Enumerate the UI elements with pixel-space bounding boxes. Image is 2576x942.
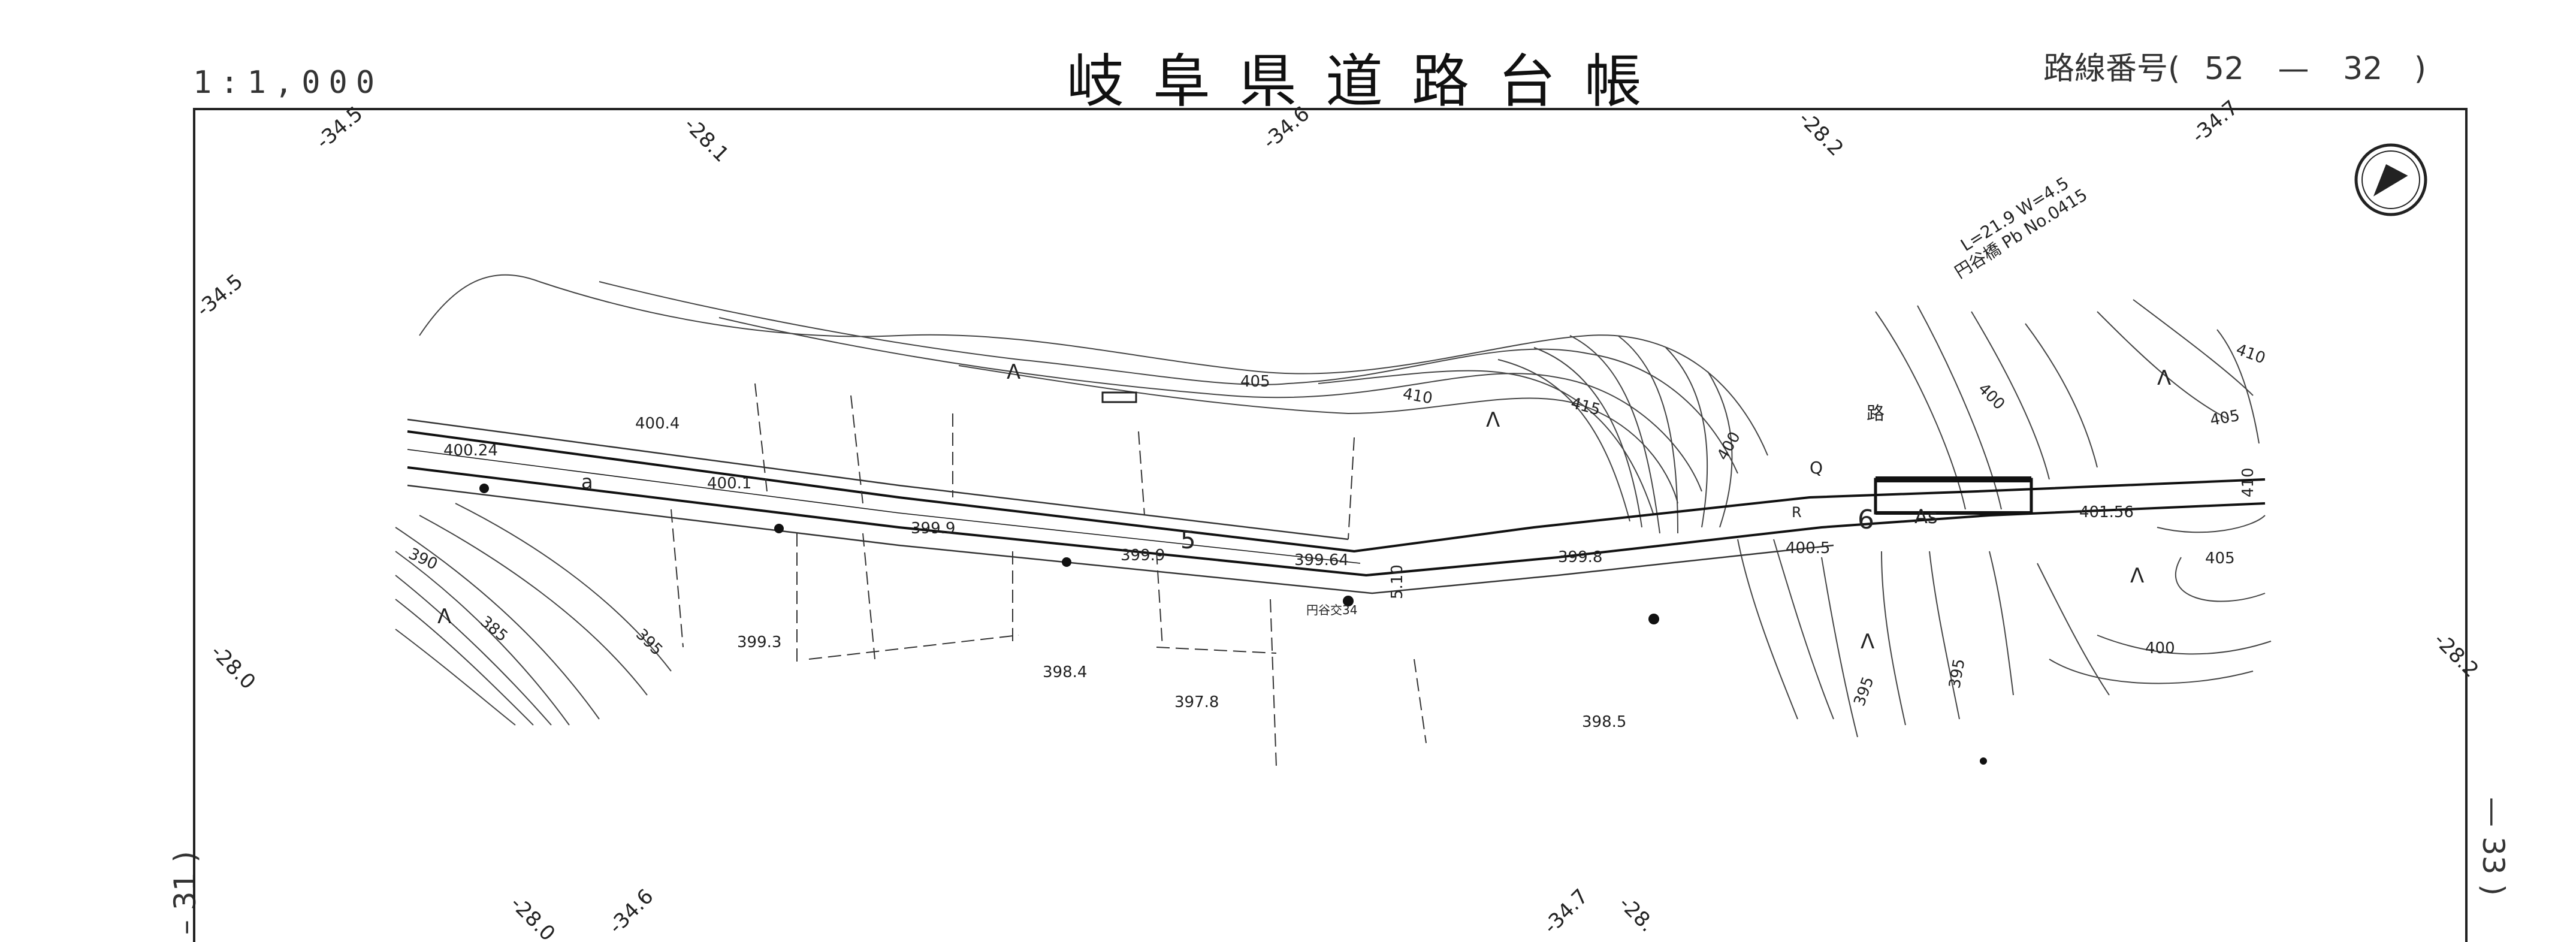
route-label: 路線番号( — [2043, 51, 2181, 87]
road-code-r: R — [1792, 504, 1802, 521]
bridge-info: L=21.9 W=4.5 円谷橋 Pb No.0415 — [1951, 173, 2091, 282]
contour-label: 400 — [2145, 639, 2175, 657]
elevation-label: 398.5 — [1582, 713, 1626, 731]
grid-mark: -34.5 — [312, 102, 367, 154]
bridge — [1874, 476, 2033, 515]
asphalt-code-a: a — [581, 470, 593, 493]
wasteland-symbol: Λ — [2157, 366, 2171, 390]
route-number-b: 32 — [2343, 51, 2383, 87]
contour-labels: 405 410 415 400 395 390 385 395 400 405 … — [406, 340, 2267, 708]
elevation-label: 400.24 — [443, 442, 498, 460]
grid-mark: -28.1 — [680, 113, 733, 167]
grid-mark: -28. — [1614, 892, 1659, 937]
grid-mark: -28.2 — [2429, 628, 2483, 682]
contour-label: 385 — [477, 612, 511, 645]
contour-label: 405 — [2205, 550, 2235, 567]
culvert-symbol-q: Q — [1810, 458, 1823, 478]
grid-marks: -34.5 -28.1 -34.6 -28.2 -34.7 -34.5 -28.… — [192, 96, 2483, 942]
contour-label: 390 — [406, 545, 440, 573]
roadside-boundary — [407, 418, 1834, 594]
elevation-label: 400.1 — [707, 475, 751, 493]
road-label: 路 — [1867, 403, 1885, 424]
wasteland-symbol: Λ — [1861, 630, 1874, 654]
grid-mark: -34.6 — [1258, 102, 1314, 154]
structure-symbol — [1101, 391, 1137, 403]
elevation-label: 400.4 — [635, 415, 680, 433]
grid-mark: -28.0 — [206, 640, 260, 694]
grid-mark: -28.0 — [506, 892, 560, 942]
boundary-markers — [479, 484, 1987, 765]
grid-mark: -34.5 — [192, 270, 247, 322]
terrain-lines — [395, 274, 2272, 738]
grid-mark: -34.6 — [604, 884, 658, 938]
asphalt-code-as: As — [1914, 505, 1938, 528]
contour-label: 400 — [1714, 429, 1744, 464]
elevation-label: 399.9 — [911, 520, 955, 538]
route-close: ) — [2414, 51, 2427, 87]
kilometer-post: 5 — [1180, 527, 1195, 554]
document-title: 岐阜県道路台帳 — [1067, 48, 1671, 115]
wasteland-symbol: Λ — [1486, 408, 1500, 432]
contour-label: 410 — [2234, 340, 2268, 367]
elevation-label: 399.64 — [1294, 551, 1349, 569]
contour-label: 395 — [1850, 674, 1877, 708]
road-width: 5.10 — [1388, 564, 1406, 599]
benchmark-label: 円谷交34 — [1306, 603, 1357, 617]
contour-label: 400 — [1974, 380, 2008, 413]
wasteland-symbol: Λ — [2130, 564, 2144, 588]
elevation-label: 400.5 — [1786, 539, 1830, 557]
contour-label: 405 — [2209, 407, 2241, 430]
contour-label: 410 — [1402, 385, 1434, 407]
grid-mark: -34.7 — [2187, 96, 2243, 148]
elevation-label: 398.4 — [1043, 663, 1087, 681]
map-symbols: 5 a As R 6 Q 5.10 Λ Λ Λ Λ Λ Λ — [437, 360, 2171, 654]
contour-label: 395 — [1946, 657, 1968, 690]
wasteland-symbol: Λ — [1007, 360, 1020, 384]
map-scale: 1:1,000 — [193, 65, 383, 101]
route-dash: — — [2278, 51, 2309, 87]
parcel-lines — [671, 383, 1427, 768]
contour-label: 405 — [1240, 373, 1270, 391]
station-number: 6 — [1858, 505, 1874, 535]
elevation-label: 399.3 — [737, 633, 781, 651]
elevation-label: 397.8 — [1174, 693, 1219, 711]
contour-label: 395 — [632, 626, 666, 659]
elevation-labels: 400.4 400.24 400.1 399.9 399.9 399.64 39… — [443, 415, 2134, 731]
grid-mark: -34.7 — [1539, 884, 1593, 938]
elevation-label: 401.56 — [2079, 503, 2134, 521]
road-centerline — [407, 430, 2266, 577]
route-number-a: 52 — [2204, 51, 2244, 87]
map-frame — [193, 108, 2468, 942]
route-number: 路線番号( 52 — 32 ) — [2043, 43, 2426, 88]
grid-mark: -28.2 — [1794, 107, 1848, 161]
elevation-label: 399.9 — [1121, 547, 1165, 564]
contour-label: 410 — [2239, 467, 2257, 497]
north-arrow-icon — [2354, 143, 2427, 216]
elevation-label: 399.8 — [1558, 548, 1602, 566]
wasteland-symbol: Λ — [437, 605, 451, 629]
